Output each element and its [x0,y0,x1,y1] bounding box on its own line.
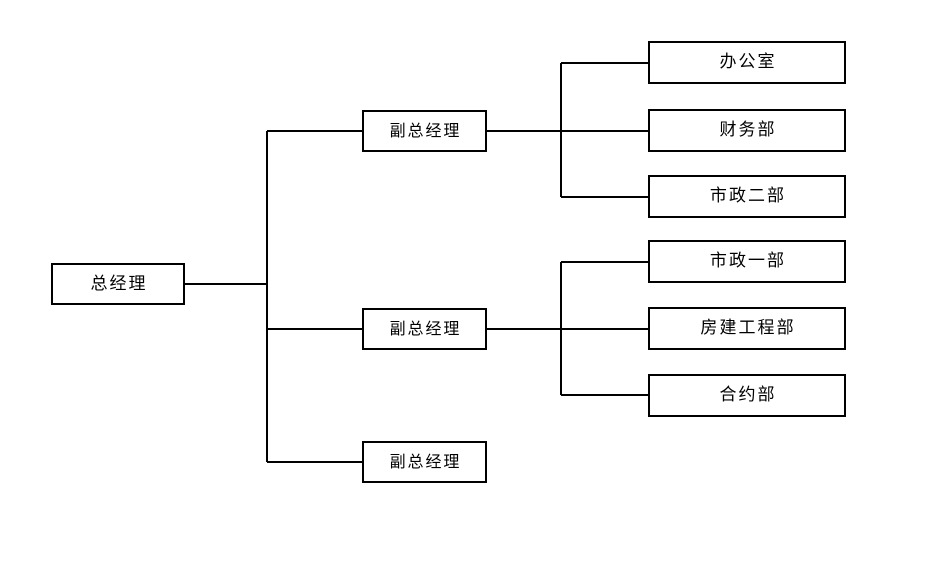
node-general-manager[interactable]: 总经理 [51,263,185,305]
node-label: 市政二部 [709,186,787,206]
node-label: 副总经理 [389,121,462,140]
node-department-municipal-one[interactable]: 市政一部 [648,240,846,283]
node-deputy-general-manager-1[interactable]: 副总经理 [362,110,487,152]
node-label: 办公室 [719,52,777,72]
node-label: 财务部 [719,120,777,140]
node-department-finance[interactable]: 财务部 [648,109,846,152]
node-label: 副总经理 [389,452,462,471]
node-deputy-general-manager-2[interactable]: 副总经理 [362,308,487,350]
node-label: 副总经理 [389,319,462,338]
node-deputy-general-manager-3[interactable]: 副总经理 [362,441,487,483]
node-label: 市政一部 [709,251,787,271]
node-department-building-engineering[interactable]: 房建工程部 [648,307,846,350]
node-department-municipal-two[interactable]: 市政二部 [648,175,846,218]
node-label: 总经理 [90,273,148,294]
node-label: 合约部 [719,385,777,405]
node-department-contract[interactable]: 合约部 [648,374,846,417]
node-department-office[interactable]: 办公室 [648,41,846,84]
node-label: 房建工程部 [700,318,796,338]
